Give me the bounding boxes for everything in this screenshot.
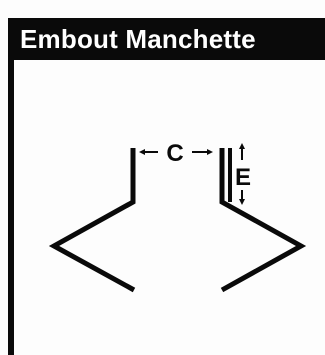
left-sleeve-outline xyxy=(48,148,136,293)
thickness-dimension: E xyxy=(235,143,251,205)
frame-left-border xyxy=(8,18,14,355)
width-dimension: C xyxy=(139,140,213,167)
right-sleeve-outline xyxy=(219,148,307,293)
thickness-label: E xyxy=(235,164,251,191)
page-title: Embout Manchette xyxy=(20,23,256,54)
title-bar: Embout Manchette xyxy=(8,18,325,60)
width-label: C xyxy=(166,140,183,167)
